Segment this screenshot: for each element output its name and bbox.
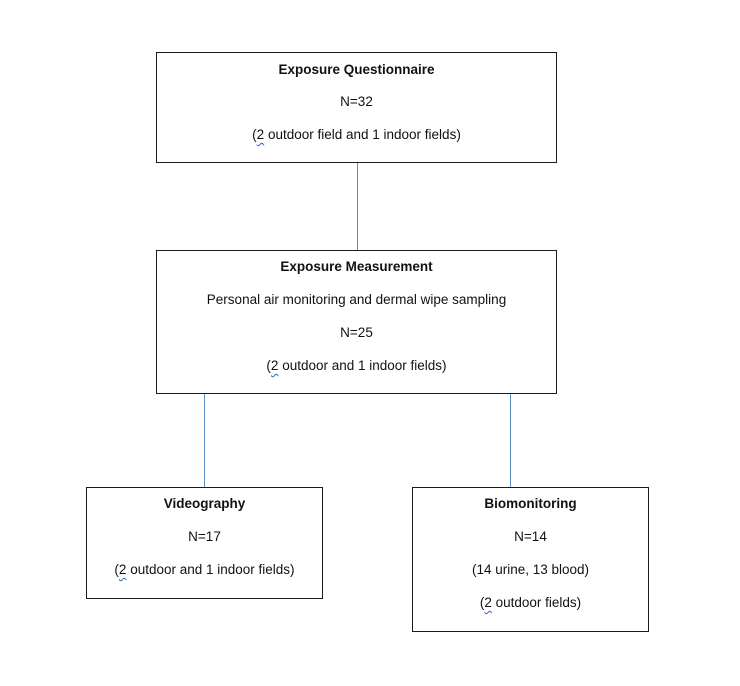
videography-detail-num: 2 [118,562,127,577]
videography-detail: (2 outdoor and 1 indoor fields) [87,562,322,577]
biomonitoring-detail-open: ( [479,595,485,610]
measurement-detail: (2 outdoor and 1 indoor fields) [157,358,556,373]
videography-count: N=17 [188,529,221,544]
measurement-detail-open: ( [266,358,271,373]
connector-measurement-biomonitoring [510,394,511,487]
biomonitoring-detail: (2 outdoor fields) [413,595,648,610]
biomonitoring-count: N=14 [514,529,547,544]
questionnaire-box: Exposure Questionnaire N=32 (2 outdoor f… [156,52,557,163]
questionnaire-count: N=32 [340,94,373,109]
biomonitoring-detail-num: 2 [484,595,492,610]
videography-title: Videography [163,496,246,511]
biomonitoring-samples: (14 urine, 13 blood) [471,562,590,577]
biomonitoring-box: Biomonitoring N=14 (14 urine, 13 blood) … [412,487,649,632]
videography-detail-open: ( [114,562,119,577]
questionnaire-detail-rest: outdoor field and 1 indoor fields) [264,127,461,142]
connector-questionnaire-measurement [357,163,358,250]
biomonitoring-title: Biomonitoring [484,496,577,511]
measurement-title: Exposure Measurement [280,259,433,274]
measurement-detail-num: 2 [270,358,279,373]
measurement-detail-rest: outdoor and 1 indoor fields) [278,358,447,373]
connector-measurement-videography [204,394,205,487]
measurement-count: N=25 [340,325,373,340]
videography-detail-rest: outdoor and 1 indoor fields) [126,562,295,577]
biomonitoring-detail-rest: outdoor fields) [491,595,582,610]
questionnaire-detail-num: 2 [256,127,265,142]
questionnaire-title: Exposure Questionnaire [278,62,435,77]
measurement-box: Exposure Measurement Personal air monito… [156,250,557,394]
measurement-subtitle: Personal air monitoring and dermal wipe … [206,292,507,307]
questionnaire-detail: (2 outdoor field and 1 indoor fields) [157,127,556,142]
questionnaire-detail-open: ( [252,127,257,142]
videography-box: Videography N=17 (2 outdoor and 1 indoor… [86,487,323,599]
